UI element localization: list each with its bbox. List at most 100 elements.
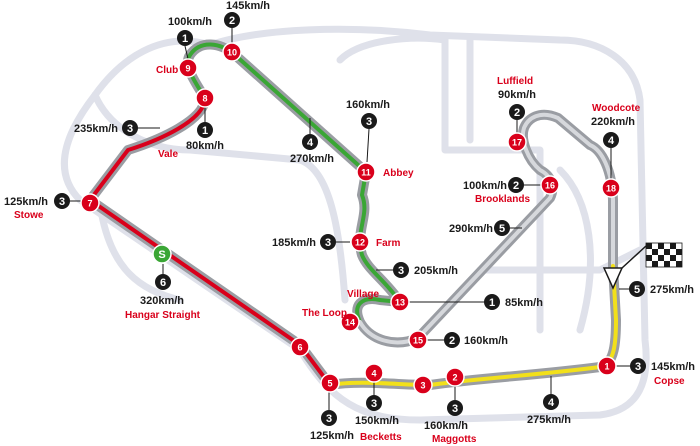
outer-perimeter-road [60,25,650,424]
flag-border [645,242,683,268]
name-vale: Vale [158,149,178,160]
callout-labels: 2145km/h1100km/hClub180km/h3235km/hVale3… [4,0,695,445]
flag-square [670,261,676,267]
corner-disc [178,58,198,78]
speed-10: 145km/h [226,0,270,12]
corner-marker-8: 8 [195,88,215,108]
gear-13: 1 [484,294,500,310]
gear-11: 3 [361,113,377,129]
gear-disc [122,120,138,136]
speed-maggotts-straight: 275km/h [527,414,571,426]
flag-square [652,249,658,255]
gear-wellington: 4 [302,134,318,150]
gear-number: 1 [202,125,208,137]
start-marker [602,267,624,290]
gear-maggotts-straight: 4 [543,394,559,410]
gear-brooklands: 5 [494,220,510,236]
gear-disc [366,395,382,411]
flag-square [646,243,652,249]
name-9: Club [156,65,178,76]
gear-disc [447,400,463,416]
callout-leader-lines [70,28,630,410]
flag-pole [621,245,647,269]
flag-square [652,261,658,267]
gear-disc [393,262,409,278]
gear-hangar: 6 [155,274,171,290]
corner-disc [356,162,376,182]
gear-number: 1 [182,33,188,45]
speed-7: 125km/h [4,196,48,208]
corner-number: 13 [395,298,405,308]
gear-disc [361,113,377,129]
speed-vale: 235km/h [74,123,118,135]
corner-marker-4: 4 [364,363,384,383]
flag-square [652,243,658,249]
name-13: Village [347,289,379,300]
gear-number: 2 [513,180,519,192]
flag-square [670,255,676,261]
name-1: Copse [654,376,685,387]
name-18: Woodcote [592,103,641,114]
corner-number: 16 [545,181,555,191]
gear-1: 3 [630,358,646,374]
gear-number: 3 [398,265,404,277]
name-14: The Loop [302,308,347,319]
corner-marker-5: 5 [320,373,340,393]
gear-9: 1 [177,30,193,46]
name-7: Stowe [14,210,44,221]
gear-disc [302,134,318,150]
corner-disc [320,373,340,393]
flag-square [664,249,670,255]
gear-disc [603,132,619,148]
gear-farm: 3 [393,262,409,278]
corner-marker-7: 7 [80,193,100,213]
gear-disc [444,332,460,348]
corner-marker-18: 18 [601,178,621,198]
gear-number: 3 [366,116,372,128]
corner-number: 8 [202,94,207,104]
checkered-flag-icon [645,242,683,268]
corner-disc [597,356,617,376]
corner-number: 15 [413,336,423,346]
corner-number: 6 [297,343,302,353]
speed-11: 160km/h [346,99,390,111]
gear-number: 3 [371,398,377,410]
sector-green-2 [358,170,402,304]
corner-disc [195,88,215,108]
corner-marker-12: 12 [350,232,370,252]
corner-disc [350,232,370,252]
service-road-4 [556,166,594,334]
speed-start: 275km/h [650,284,694,296]
name-16: Brooklands [475,194,530,205]
speed-17: 90km/h [498,89,536,101]
speed-trap-symbol: S [158,249,165,261]
speed-18: 220km/h [591,116,635,128]
name-12: Farm [376,238,401,249]
gear-disc [508,177,524,193]
corner-marker-9: 9 [178,58,198,78]
speed-wellington: 270km/h [290,153,334,165]
gear-15: 2 [444,332,460,348]
gear-number: 2 [229,15,235,27]
flag-square [658,261,664,267]
corner-disc [507,132,527,152]
speed-trap-marker: S [152,244,172,264]
gear-12: 3 [320,234,336,250]
sector-red [88,96,332,387]
gear-number: 4 [608,135,615,147]
gear-disc [629,281,645,297]
background-layout [60,25,650,424]
gear-disc [54,193,70,209]
flag-square [646,261,652,267]
gear-number: 4 [548,397,555,409]
gear-number: 1 [489,297,495,309]
gear-17: 2 [509,104,525,120]
corner-marker-14: 14 [340,312,360,332]
corner-marker-1: 1 [597,356,617,376]
corner-number: 18 [606,184,616,194]
speed-12: 185km/h [272,237,316,249]
speed-farm: 205km/h [414,265,458,277]
gear-number: 5 [499,223,505,235]
